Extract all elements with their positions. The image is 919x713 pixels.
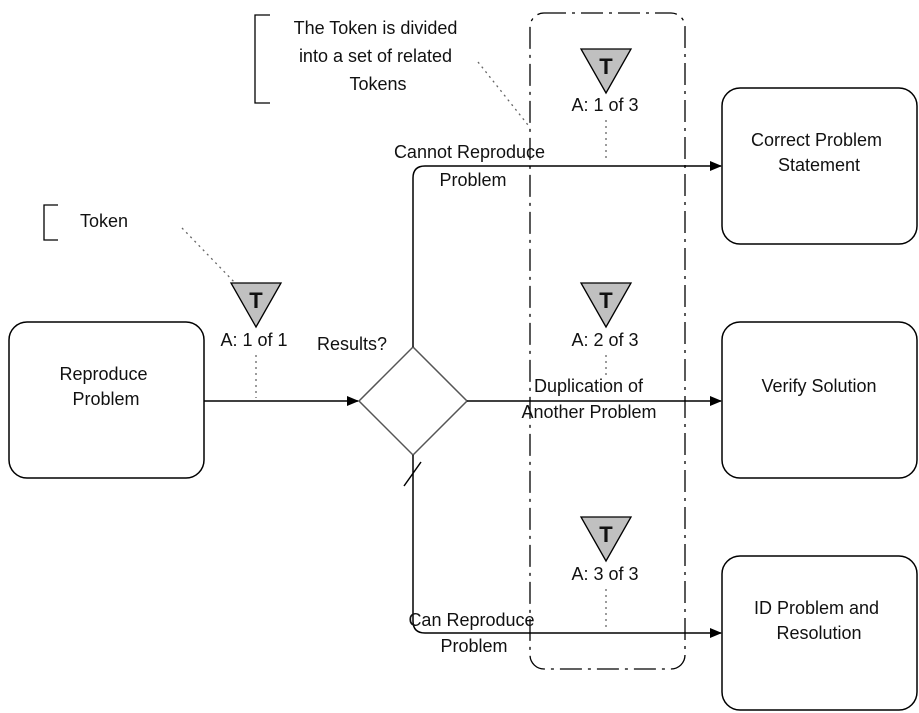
svg-text:A: 1 of 3: A: 1 of 3 bbox=[571, 95, 638, 115]
token-split-1: T A: 1 of 3 bbox=[571, 48, 639, 162]
token-triangle-icon bbox=[579, 282, 633, 329]
default-flow-marker bbox=[403, 461, 422, 487]
svg-text:A: 1 of 1: A: 1 of 1 bbox=[220, 330, 287, 350]
token-main: T A: 1 of 1 bbox=[220, 282, 288, 398]
group-boundary bbox=[529, 12, 686, 670]
svg-text:ID Problem and Resolutio: ID Problem and Resolution bbox=[754, 598, 884, 643]
svg-text:Reproduce Problem: Reproduce Problem bbox=[59, 364, 152, 409]
svg-text:A: 2 of 3: A: 2 of 3 bbox=[571, 330, 638, 350]
flow-label-can-reproduce: Can Reproduce Problem bbox=[408, 610, 539, 656]
flow-cannot-reproduce[interactable] bbox=[412, 161, 722, 347]
annotation-bracket-token bbox=[43, 204, 58, 241]
svg-text:Verify Solution: Verify Solution bbox=[761, 376, 876, 396]
svg-text:T: T bbox=[249, 288, 263, 313]
svg-text:Correct Problem Statemen: Correct Problem Statement bbox=[751, 130, 887, 175]
gateway-results[interactable] bbox=[357, 345, 469, 457]
task-verify-solution[interactable]: Verify Solution bbox=[721, 321, 918, 479]
svg-text:A: 3 of 3: A: 3 of 3 bbox=[571, 564, 638, 584]
flow-label-duplication: Duplication of Another Problem bbox=[521, 376, 656, 422]
token-split-3: T A: 3 of 3 bbox=[571, 516, 639, 630]
svg-text:T: T bbox=[599, 288, 613, 313]
task-id-problem-resolution[interactable]: ID Problem and Resolution bbox=[721, 555, 918, 711]
flow-can-reproduce[interactable] bbox=[412, 455, 722, 638]
task-reproduce-problem[interactable]: Reproduce Problem bbox=[8, 321, 205, 479]
token-triangle-icon bbox=[229, 282, 283, 329]
token-split-2: T A: 2 of 3 bbox=[571, 282, 639, 375]
token-triangle-icon bbox=[579, 516, 633, 563]
svg-text:T: T bbox=[599, 54, 613, 79]
annotation-split-association bbox=[477, 61, 529, 126]
annotation-token-text: Token bbox=[80, 211, 128, 231]
token-triangle-icon bbox=[579, 48, 633, 95]
annotation-bracket-split bbox=[254, 14, 270, 104]
annotation-token-association bbox=[181, 227, 239, 287]
gateway-label: Results? bbox=[317, 334, 387, 354]
flow-label-cannot-reproduce: Cannot Reproduce Problem bbox=[394, 142, 550, 190]
annotation-split-text: The Token is divided into a set of relat… bbox=[294, 18, 463, 94]
svg-text:T: T bbox=[599, 522, 613, 547]
task-correct-problem-statement[interactable]: Correct Problem Statement bbox=[721, 87, 918, 245]
